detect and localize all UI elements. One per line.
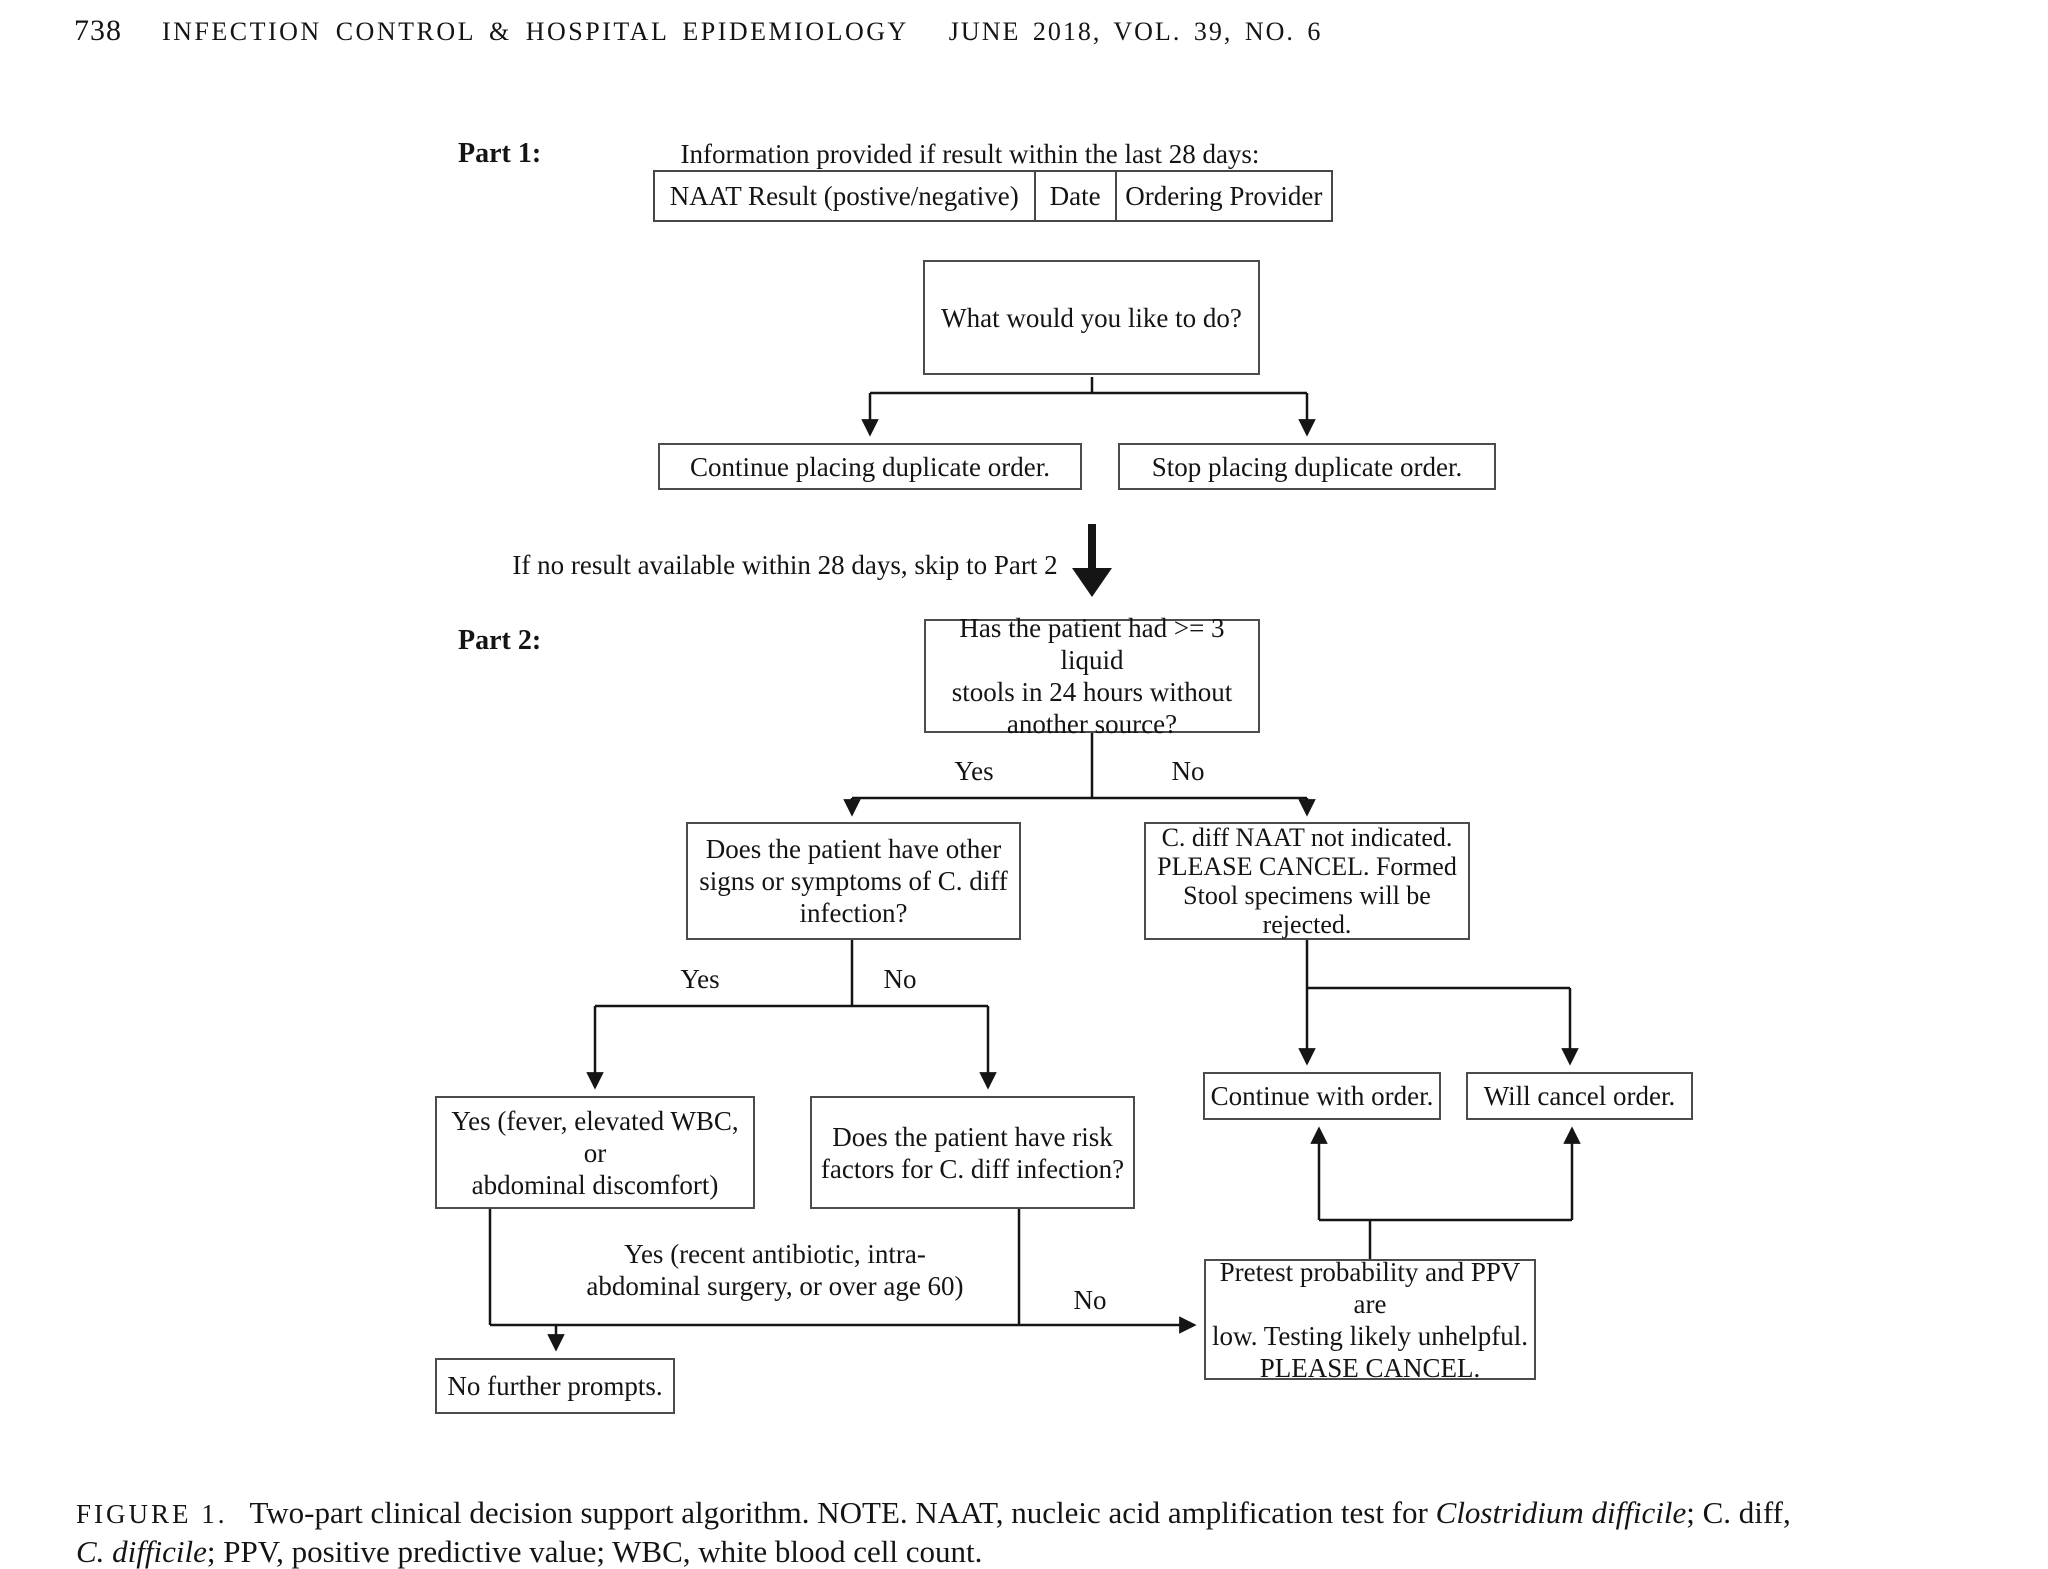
figure-caption-label: FIGURE 1. (76, 1499, 228, 1529)
node-continue-with-order: Continue with order. (1203, 1072, 1441, 1120)
figure-caption-italic-species: C. difficile (76, 1534, 207, 1569)
skip-note: If no result available within 28 days, s… (512, 550, 1058, 580)
result-info-table: NAAT Result (postive/negative) Date Orde… (653, 170, 1333, 222)
figure-caption-text: Two-part clinical decision support algor… (249, 1495, 1436, 1530)
journal-title: INFECTION CONTROL & HOSPITAL EPIDEMIOLOG… (162, 17, 909, 46)
table-cell-date: Date (1033, 172, 1115, 220)
edge-label-yes-recent-antibiotic: Yes (recent antibiotic, intra- abdominal… (586, 1239, 964, 1301)
edge-label-no: No (883, 964, 917, 994)
skip-to-part2-arrow (1072, 524, 1112, 597)
table-cell-ordering-provider: Ordering Provider (1114, 172, 1331, 220)
part1-label: Part 1: (458, 138, 542, 169)
node-will-cancel-order: Will cancel order. (1466, 1072, 1693, 1120)
node-no-further-prompts: No further prompts. (435, 1358, 675, 1414)
node-stop-duplicate-order: Stop placing duplicate order. (1118, 443, 1496, 490)
figure-caption-italic-species: Clostridium difficile (1435, 1495, 1687, 1530)
edge-label-yes: Yes (954, 756, 994, 786)
node-naat-not-indicated: C. diff NAAT not indicated. PLEASE CANCE… (1144, 822, 1470, 940)
edge-label-no: No (1073, 1285, 1107, 1315)
node-yes-fever-wbc: Yes (fever, elevated WBC, or abdominal d… (435, 1096, 755, 1209)
figure-caption: FIGURE 1. Two-part clinical decision supp… (76, 1494, 2004, 1569)
connector-part1-stem (870, 377, 1307, 395)
figure-caption-text: ; C. diff, (1686, 1495, 1791, 1530)
node-pretest-probability: Pretest probability and PPV are low. Tes… (1204, 1257, 1536, 1383)
page-number: 738 (74, 14, 122, 47)
node-risk-factors-question: Does the patient have risk factors for C… (810, 1096, 1135, 1209)
table-cell-naat-result: NAAT Result (postive/negative) (669, 180, 1019, 211)
connector-notindicated-stem (1305, 940, 1570, 990)
node-signs-symptoms-question: Does the patient have other signs or sym… (686, 822, 1021, 940)
connector-signs-stem (595, 940, 988, 1008)
node-liquid-stools-question: Has the patient had >= 3 liquid stools i… (924, 613, 1260, 739)
edge-label-no: No (1171, 756, 1205, 786)
journal-issue: JUNE 2018, VOL. 39, NO. 6 (948, 17, 1323, 46)
part1-intro-text: Information provided if result within th… (680, 139, 1260, 169)
journal-header: 738 INFECTION CONTROL & HOSPITAL EPIDEMI… (74, 14, 1574, 48)
figure-caption-text: ; PPV, positive predictive value; WBC, w… (206, 1534, 983, 1569)
node-what-would-you-like: What would you like to do? (923, 260, 1260, 375)
node-continue-duplicate-order: Continue placing duplicate order. (658, 443, 1082, 490)
connector-pretest-stem (1319, 1218, 1572, 1259)
part2-label: Part 2: (458, 625, 542, 656)
edge-label-yes: Yes (680, 964, 720, 994)
connector-part2-stem (852, 733, 1307, 800)
